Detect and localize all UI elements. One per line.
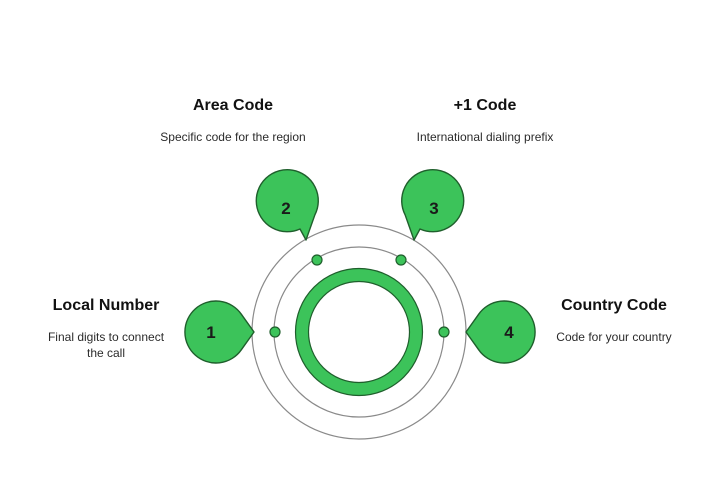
step-description-2: Specific code for the region — [160, 130, 306, 144]
connector-dot-1 — [269, 326, 281, 338]
step-description-4: Code for your country — [556, 330, 672, 344]
step-number-2: 2 — [281, 199, 290, 218]
connector-dot-2 — [311, 254, 323, 266]
core-ring-outline-outer — [294, 267, 424, 397]
step-number-1: 1 — [206, 323, 215, 342]
connector-dot-4 — [438, 326, 450, 338]
step-label-3: +1 Code International dialing prefix — [410, 96, 560, 145]
step-title-1: Local Number — [52, 297, 160, 314]
step-label-1: Local Number Final digits to connect the… — [40, 296, 172, 361]
step-label-2: Area Code Specific code for the region — [158, 96, 308, 145]
step-node-4: 4 — [465, 300, 536, 364]
core-ring — [295, 268, 423, 396]
step-node-3: 3 — [401, 169, 465, 241]
step-node-2: 2 — [255, 169, 319, 241]
step-node-1: 1 — [184, 300, 255, 364]
step-title-3: +1 Code — [453, 97, 517, 114]
step-title-2: Area Code — [192, 97, 274, 114]
core-ring-outline-inner — [307, 280, 411, 384]
step-description-3: International dialing prefix — [416, 130, 554, 144]
step-number-4: 4 — [504, 323, 514, 342]
step-title-4: Country Code — [561, 297, 667, 314]
step-description-1: Final digits to connect the call — [47, 330, 165, 360]
step-number-3: 3 — [429, 199, 438, 218]
outer-ring — [251, 224, 467, 440]
connector-dot-3 — [395, 254, 407, 266]
step-label-4: Country Code Code for your country — [546, 296, 682, 345]
